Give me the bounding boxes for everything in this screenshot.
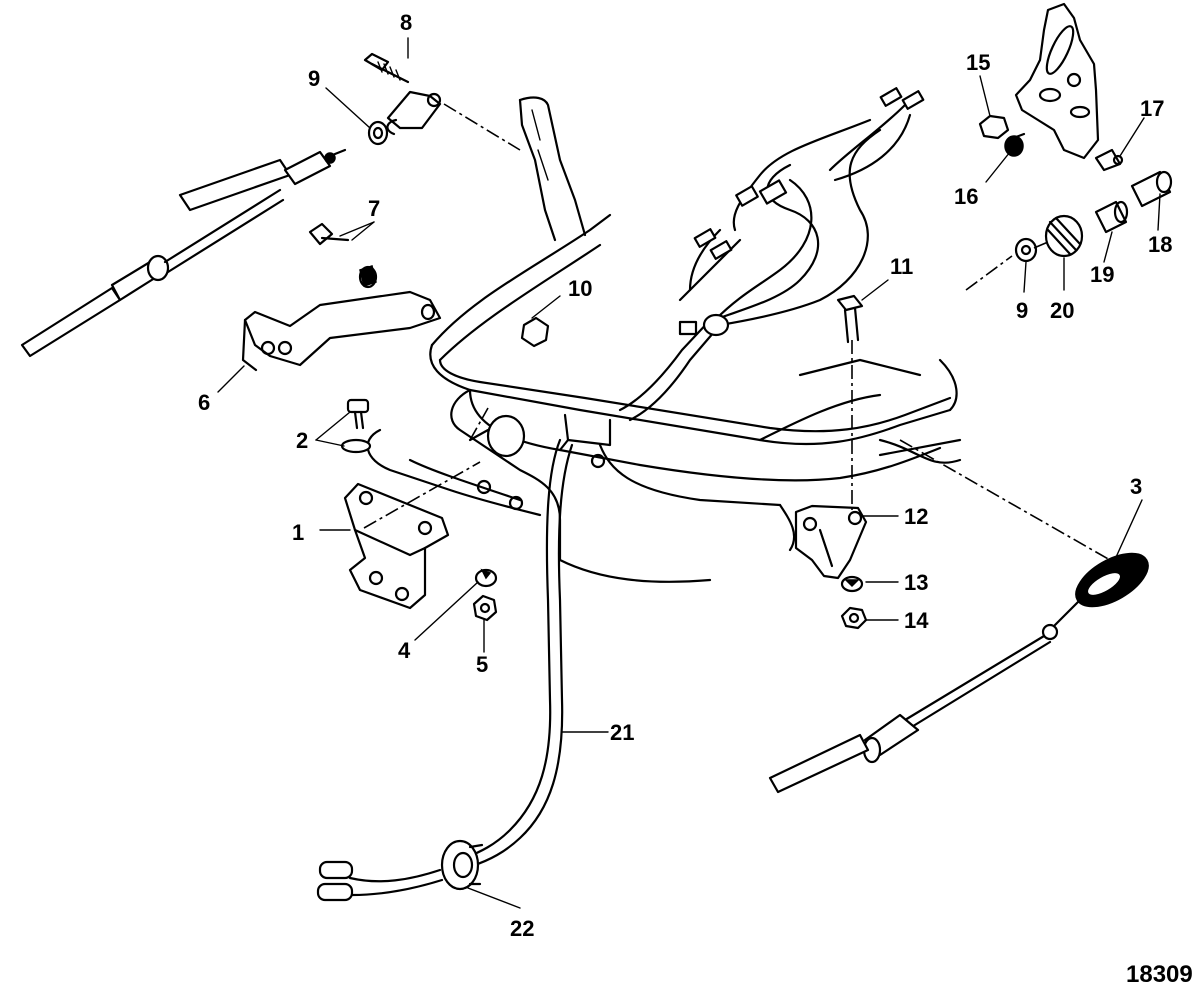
callout-16: 16 (954, 184, 978, 209)
part-16-spring (1004, 132, 1026, 157)
part-21-harness-cable (316, 438, 574, 902)
figure-number: 18309 (1126, 961, 1193, 988)
callout-13: 13 (904, 570, 928, 595)
callout-21: 21 (610, 720, 634, 745)
control-housing (366, 213, 962, 583)
part-2-bolt-washer (340, 398, 372, 454)
throttle-arm (518, 96, 587, 242)
callout-14: 14 (904, 608, 929, 633)
callout-4: 4 (398, 638, 411, 663)
part-19-sleeve (1094, 200, 1129, 234)
callout-17: 17 (1140, 96, 1164, 121)
part-9-washer-right (1014, 237, 1038, 263)
callout-9-left: 9 (308, 66, 320, 91)
part-1-bracket (343, 482, 450, 610)
callout-1: 1 (292, 520, 304, 545)
part-15-nut (978, 114, 1010, 140)
callout-19: 19 (1090, 262, 1114, 287)
assembly-lines (363, 103, 1111, 561)
callout-15: 15 (966, 50, 990, 75)
part-3-cable-anchor (1075, 552, 1149, 608)
part-9-washer-left (367, 120, 389, 146)
callout-3: 3 (1130, 474, 1142, 499)
callout-2: 2 (296, 428, 308, 453)
callout-20: 20 (1050, 298, 1074, 323)
callout-10: 10 (568, 276, 592, 301)
part-6-bracket (241, 290, 442, 372)
part-8-rod-end (363, 52, 442, 136)
part-7-bolt (308, 222, 378, 289)
wiring-harness (618, 87, 925, 422)
callout-8: 8 (400, 10, 412, 35)
part-5-nut (472, 594, 498, 622)
callout-18: 18 (1148, 232, 1172, 257)
part-13-lockwasher (840, 575, 864, 593)
shift-cable-right (768, 598, 1082, 794)
callout-11: 11 (890, 254, 913, 279)
mounting-plate (1014, 2, 1100, 160)
part-10-nut (520, 316, 550, 348)
callout-9-right: 9 (1016, 298, 1028, 323)
callout-7: 7 (368, 196, 380, 221)
part-18-bushing (1130, 170, 1173, 208)
callout-22: 22 (510, 916, 534, 941)
part-17-pin (1094, 148, 1124, 172)
callout-leaders (217, 37, 1161, 909)
part-11-bolt (836, 294, 864, 344)
callout-6: 6 (198, 390, 210, 415)
part-4-lockwasher (474, 568, 498, 588)
throttle-cable-left (20, 148, 347, 358)
part-20-spring (1044, 214, 1084, 258)
part-22-grommet (440, 839, 484, 891)
part-14-nut (840, 606, 868, 630)
callout-5: 5 (476, 652, 488, 677)
callout-12: 12 (904, 504, 928, 529)
part-12-bracket (794, 504, 868, 580)
callout-labels: 1 2 3 4 5 6 7 8 9 9 10 11 12 13 14 15 16… (198, 10, 1193, 988)
